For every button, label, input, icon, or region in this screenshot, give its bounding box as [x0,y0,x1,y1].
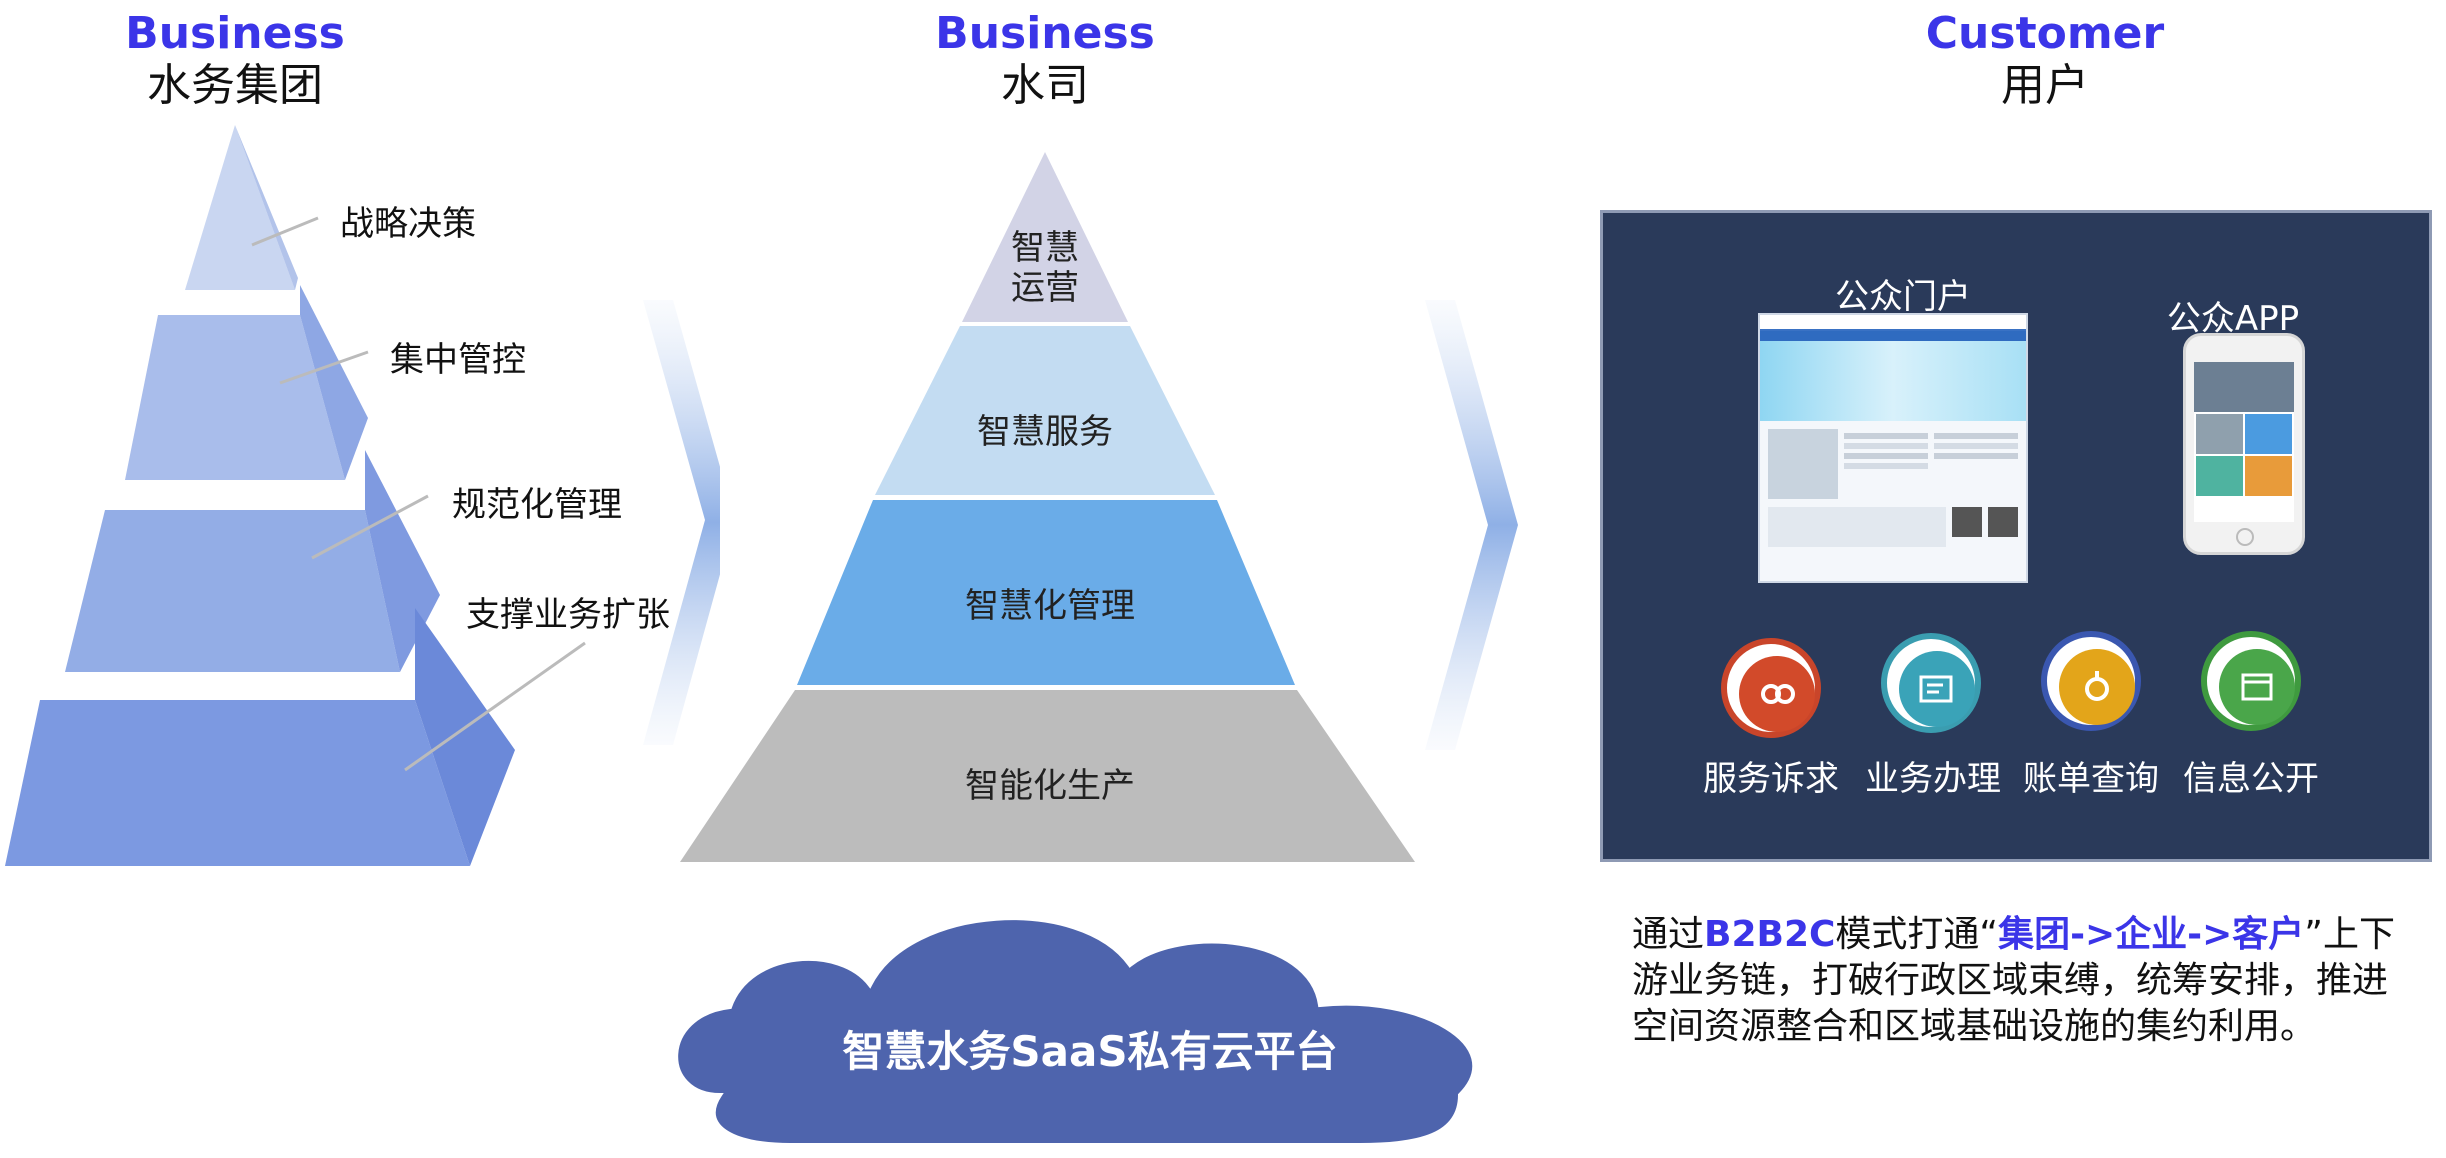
company-level-3-label: 智慧化管理 [965,586,1135,626]
desc-part-1: 通过 [1632,914,1705,955]
desc-highlight-1: B2B2C [1704,914,1836,955]
info-public-icon [2241,673,2273,701]
chevron-arrow-2-icon [1425,300,1518,750]
service-label-4: 信息公开 [2183,759,2319,799]
app-label: 公众APP [2166,299,2300,339]
app-phone[interactable] [2183,333,2305,555]
description-text: 通过B2B2C模式打通“集团->企业->客户”上下游业务链，打破行政区域束缚，统… [1632,912,2422,1050]
company-level-4-label: 智能化生产 [965,766,1135,806]
group-heading: Business 水务集团 [110,8,360,112]
desc-part-2: 模式打通“ [1835,914,1999,955]
company-level-4 [680,690,1415,862]
group-level-3-front [65,510,400,672]
company-heading-en: Business [935,8,1155,59]
info-public-button[interactable] [2201,631,2301,731]
group-level-2-label: 集中管控 [390,340,526,380]
desc-part-3: ”上下游业务链，打破行政区域束缚，统筹安排，推进空间资源整合和区域基础设施的集约… [1632,914,2395,1047]
cloud-label: 智慧水务SaaS私有云平台 [842,1027,1338,1076]
portal-screenshot[interactable] [1758,313,2028,583]
group-level-4-label: 支撑业务扩张 [466,595,670,635]
business-handling-button[interactable] [1881,633,1981,733]
cloud-outline [674,916,1477,1147]
company-pyramid [680,152,1518,862]
desc-highlight-2: 集团->企业->客户 [1998,914,2305,955]
service-request-button[interactable] [1721,638,1821,738]
cloud-shape [674,916,1477,1147]
group-level-4-side [415,608,515,866]
leader-line-3 [311,494,429,560]
group-level-3-side [365,450,440,672]
company-heading-zh: 水司 [1001,60,1089,111]
service-label-1: 服务诉求 [1703,759,1839,799]
chevron-arrow-1-icon [643,300,720,745]
bill-query-icon [2085,671,2109,701]
company-level-1 [962,152,1128,322]
leader-line-2 [279,350,369,385]
service-label-3: 账单查询 [2023,759,2159,799]
customer-heading-en: Customer [1925,8,2165,59]
company-level-2 [875,326,1215,495]
leader-line-4 [404,641,586,772]
group-pyramid [5,125,720,866]
group-heading-en: Business [125,8,345,59]
company-level-1-label: 智慧运营 [1011,228,1079,308]
portal-label: 公众门户 [1835,277,1971,317]
company-heading: Business 水司 [920,8,1170,112]
service-request-icon [1761,684,1795,704]
group-level-1-label: 战略决策 [340,204,476,244]
group-level-3-label: 规范化管理 [452,485,622,525]
customer-panel: 公众门户 公众APP [1600,210,2432,862]
customer-heading: Customer 用户 [1890,8,2200,112]
group-level-1-front [185,125,295,290]
group-level-2-side [300,285,368,480]
group-level-4-front [5,700,470,866]
company-level-2-label: 智慧服务 [977,412,1113,452]
business-handling-icon [1919,675,1953,703]
leader-line-1 [251,216,319,247]
group-level-2-front [125,315,345,480]
group-heading-zh: 水务集团 [147,60,323,111]
company-level-3 [797,500,1295,685]
service-label-2: 业务办理 [1865,759,2001,799]
bill-query-button[interactable] [2041,631,2141,731]
group-level-1-side [235,125,298,290]
customer-heading-zh: 用户 [2001,60,2089,111]
